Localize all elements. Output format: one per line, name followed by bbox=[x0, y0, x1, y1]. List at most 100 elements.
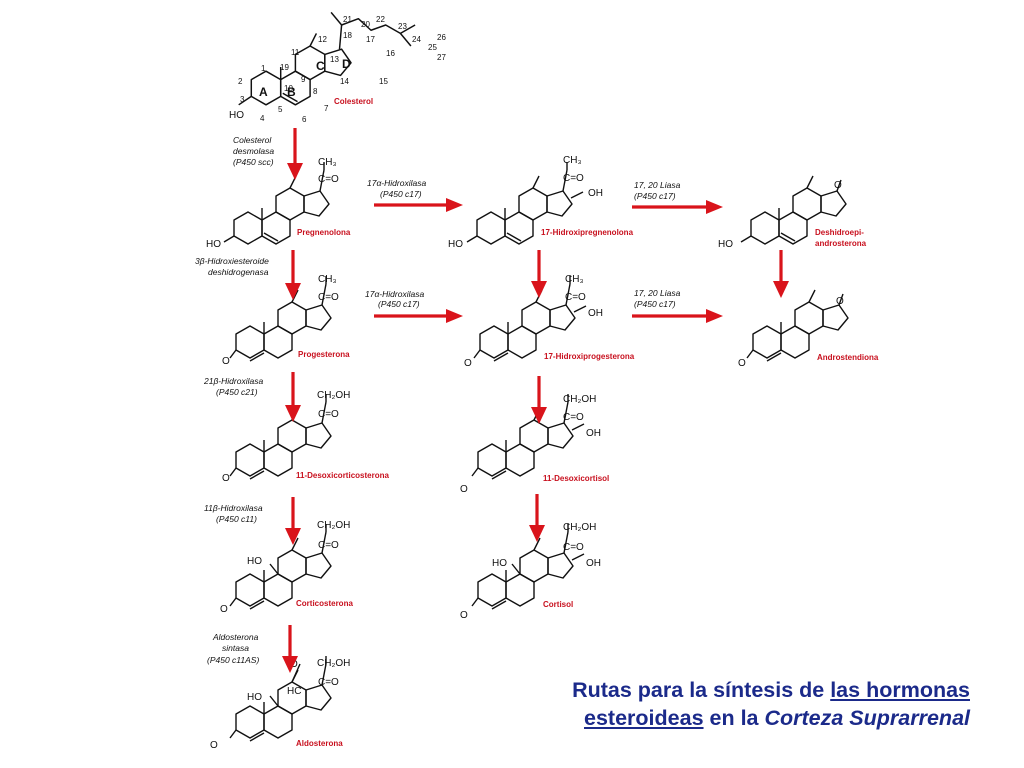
pregnenolona-ho: HO bbox=[206, 239, 221, 250]
11-desoxicortisol-oh: OH bbox=[586, 428, 601, 439]
cortisol-oh: OH bbox=[586, 558, 601, 569]
svg-text:desmolasa: desmolasa bbox=[233, 146, 274, 156]
aldosterona-structure bbox=[229, 656, 332, 742]
ring-label-c: C bbox=[316, 59, 325, 73]
svg-text:11β-Hidroxilasa: 11β-Hidroxilasa bbox=[204, 503, 263, 513]
svg-text:deshidrogenasa: deshidrogenasa bbox=[208, 267, 269, 277]
enzyme-aldosterona-sintasa: Aldosterona sintasa (P450 c11AS) bbox=[207, 632, 259, 665]
cortisol-o: O bbox=[460, 610, 468, 621]
17-hidroxiprogesterona-structure bbox=[473, 276, 587, 362]
svg-text:27: 27 bbox=[437, 53, 446, 62]
deshidroepiandrosterona-name-line1: Deshidroepi- bbox=[815, 228, 864, 237]
cortisol-ho: HO bbox=[492, 558, 507, 569]
11-desoxicorticosterona-name: 11-Desoxicorticosterona bbox=[296, 471, 389, 480]
pregnenolona-structure bbox=[223, 162, 330, 245]
progesterona-o: O bbox=[222, 356, 230, 367]
11-desoxicortisol-name: 11-Desoxicortisol bbox=[543, 474, 609, 483]
svg-text:(P450 c17): (P450 c17) bbox=[378, 299, 420, 309]
svg-text:15: 15 bbox=[379, 77, 388, 86]
arrow-17-hidroxipregnenolona-dhea bbox=[632, 200, 723, 214]
svg-text:(P450 c17): (P450 c17) bbox=[634, 191, 676, 201]
svg-text:4: 4 bbox=[260, 114, 265, 123]
17-hidroxiprogesterona-oh: OH bbox=[588, 308, 603, 319]
svg-text:(P450 c17): (P450 c17) bbox=[380, 189, 422, 199]
enzyme-3b-hsd: 3β-Hidroxiesteroide deshidrogenasa bbox=[195, 256, 269, 277]
arrow-pregnenolona-progesterona bbox=[285, 250, 301, 300]
svg-text:17α-Hidroxilasa: 17α-Hidroxilasa bbox=[365, 289, 424, 299]
svg-text:(P450 c17): (P450 c17) bbox=[634, 299, 676, 309]
arrow-pregnenolona-17-hidroxipregnenolona bbox=[374, 198, 463, 212]
cholesterol-carbon-numbers: 1 2 3 4 5 6 7 8 9 10 11 12 13 14 15 16 1… bbox=[238, 15, 446, 124]
enzyme-21b-hidroxilasa: 21β-Hidroxilasa (P450 c21) bbox=[203, 376, 263, 397]
arrow-dhea-androstendiona bbox=[773, 250, 789, 298]
11-desoxicorticosterona-ch2oh: CH₂OH bbox=[317, 390, 350, 401]
17-hidroxiprogesterona-name: 17-Hidroxiprogesterona bbox=[544, 352, 635, 361]
corticosterona-ch2oh: CH₂OH bbox=[317, 520, 350, 531]
aldosterona-o: O bbox=[210, 740, 218, 751]
ring-label-b: B bbox=[287, 85, 296, 99]
enzyme-17a-hidroxilasa-1: 17α-Hidroxilasa (P450 c17) bbox=[367, 178, 426, 199]
11-desoxicorticosterona-co: C=O bbox=[318, 409, 339, 420]
progesterona-structure bbox=[229, 276, 332, 362]
caption-corteza: Corteza Suprarrenal bbox=[764, 706, 970, 730]
svg-text:23: 23 bbox=[398, 22, 407, 31]
arrow-17-hidroxiprogesterona-11-desoxicortisol bbox=[531, 376, 547, 424]
progesterona-name: Progesterona bbox=[298, 350, 350, 359]
deshidroepiandrosterona-structure bbox=[740, 175, 847, 245]
cholesterol-ho: HO bbox=[229, 110, 244, 121]
enzyme-17-20-liasa-2: 17, 20 Liasa (P450 c17) bbox=[634, 288, 681, 309]
svg-text:sintasa: sintasa bbox=[222, 643, 249, 653]
17-hidroxipregnenolona-oh: OH bbox=[588, 188, 603, 199]
svg-text:21: 21 bbox=[343, 15, 352, 24]
svg-text:7: 7 bbox=[324, 104, 329, 113]
cortisol-name: Cortisol bbox=[543, 600, 573, 609]
17-hidroxiprogesterona-co: C=O bbox=[565, 292, 586, 303]
aldosterona-ch2oh: CH₂OH bbox=[317, 658, 350, 669]
svg-text:17, 20 Liasa: 17, 20 Liasa bbox=[634, 288, 681, 298]
pregnenolona-ch3: CH₃ bbox=[318, 157, 337, 168]
cortisol-ch2oh: CH₂OH bbox=[563, 522, 596, 533]
svg-text:13: 13 bbox=[330, 55, 339, 64]
arrow-progesterona-17-hidroxiprogesterona bbox=[374, 309, 463, 323]
arrow-11-desoxicorticosterona-corticosterona bbox=[285, 497, 301, 545]
arrow-progesterona-11-desoxicorticosterona bbox=[285, 372, 301, 422]
11-desoxicortisol-ch2oh: CH₂OH bbox=[563, 394, 596, 405]
svg-text:12: 12 bbox=[318, 35, 327, 44]
cholesterol-name: Colesterol bbox=[334, 97, 373, 106]
caption-link-hormonas: las hormonas bbox=[830, 678, 970, 702]
17-hidroxipregnenolona-ch3: CH₃ bbox=[563, 155, 582, 166]
cortisol-structure bbox=[471, 524, 585, 610]
deshidroepiandrosterona-name-line2: androsterona bbox=[815, 239, 867, 248]
androstendiona-structure bbox=[746, 289, 849, 362]
caption-part4: en la bbox=[703, 706, 765, 730]
svg-text:6: 6 bbox=[302, 115, 307, 124]
aldosterona-name: Aldosterona bbox=[296, 739, 343, 748]
svg-text:22: 22 bbox=[376, 15, 385, 24]
11-desoxicortisol-o: O bbox=[460, 484, 468, 495]
ring-label-a: A bbox=[259, 85, 268, 99]
11-desoxicorticosterona-structure bbox=[229, 394, 332, 480]
androstendiona-name: Androstendiona bbox=[817, 353, 879, 362]
17-hidroxiprogesterona-ch3: CH₃ bbox=[565, 274, 584, 285]
deshidroepiandrosterona-o: O bbox=[834, 180, 842, 191]
svg-text:Aldosterona: Aldosterona bbox=[212, 632, 259, 642]
arrow-11-desoxicortisol-cortisol bbox=[529, 494, 545, 542]
enzyme-17-20-liasa-1: 17, 20 Liasa (P450 c17) bbox=[634, 180, 681, 201]
17-hidroxipregnenolona-name: 17-Hidroxipregnenolona bbox=[541, 228, 634, 237]
svg-text:25: 25 bbox=[428, 43, 437, 52]
svg-text:10: 10 bbox=[284, 84, 293, 93]
svg-text:2: 2 bbox=[238, 77, 243, 86]
cholesterol-structure bbox=[238, 11, 416, 106]
17-hidroxiprogesterona-o: O bbox=[464, 358, 472, 369]
enzyme-17a-hidroxilasa-2: 17α-Hidroxilasa (P450 c17) bbox=[365, 289, 424, 309]
svg-text:18: 18 bbox=[343, 31, 352, 40]
11-desoxicortisol-co: C=O bbox=[563, 412, 584, 423]
enzyme-desmolasa: Colesterol desmolasa (P450 scc) bbox=[233, 135, 274, 167]
corticosterona-o: O bbox=[220, 604, 228, 615]
17-hidroxipregnenolona-ho: HO bbox=[448, 239, 463, 250]
17-hidroxipregnenolona-co: C=O bbox=[563, 173, 584, 184]
progesterona-ch3: CH₃ bbox=[318, 274, 337, 285]
androstendiona-o-3: O bbox=[738, 358, 746, 369]
aldosterona-co: C=O bbox=[318, 677, 339, 688]
